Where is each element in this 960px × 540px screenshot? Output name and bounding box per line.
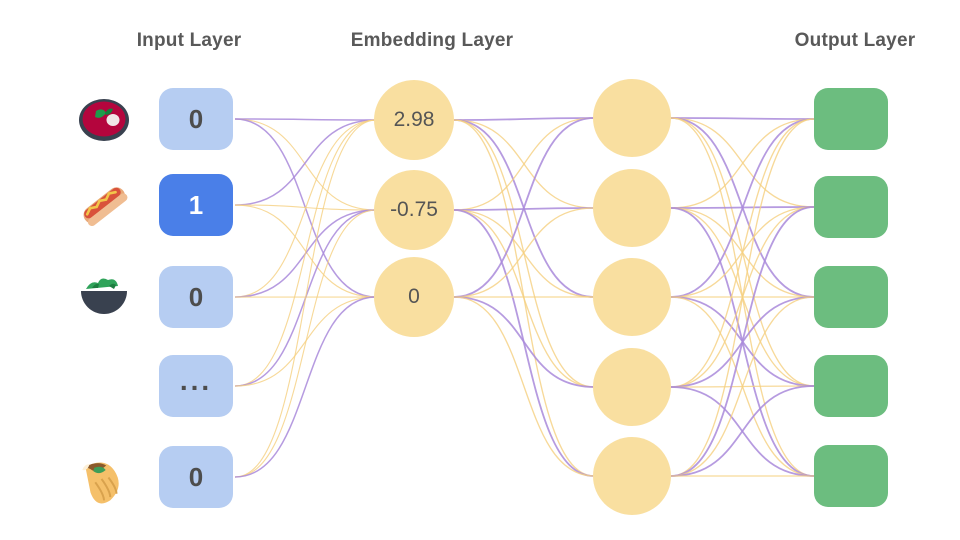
edge <box>670 118 815 388</box>
edge <box>670 385 815 388</box>
edge <box>670 207 815 477</box>
output-node-0[interactable] <box>814 88 888 150</box>
edge <box>453 119 595 209</box>
edge <box>453 296 595 388</box>
input-node-4[interactable]: 0 <box>159 446 233 508</box>
edge <box>670 386 815 477</box>
edge <box>234 296 377 387</box>
edge <box>453 209 595 298</box>
edge <box>670 206 815 388</box>
edge <box>453 119 595 388</box>
edge <box>234 119 377 206</box>
output-node-4[interactable] <box>814 445 888 507</box>
input-node-value: 1 <box>188 189 204 220</box>
edge <box>234 119 377 478</box>
hidden-node-2[interactable] <box>593 258 671 336</box>
input-node-value: 0 <box>188 103 204 134</box>
edge <box>670 118 815 477</box>
edge <box>453 117 595 298</box>
input-node-3[interactable]: ... <box>159 355 233 417</box>
edge <box>670 296 815 388</box>
input-node-value: 0 <box>188 461 204 492</box>
input-node-2[interactable]: 0 <box>159 266 233 328</box>
edge <box>234 204 377 298</box>
edge <box>453 117 595 121</box>
embedding-node-2[interactable]: 0 <box>374 257 454 337</box>
edge <box>453 117 595 211</box>
edge <box>234 119 377 387</box>
edge <box>670 206 815 298</box>
embedding-node-0[interactable]: 2.98 <box>374 80 454 160</box>
layer-title-input: Input Layer <box>136 30 242 51</box>
edge <box>453 209 595 477</box>
edge <box>234 119 377 298</box>
hidden-node-4[interactable] <box>593 437 671 515</box>
edge <box>670 117 815 477</box>
output-node-2[interactable] <box>814 266 888 328</box>
output-node-3[interactable] <box>814 355 888 417</box>
embedding-node-value: 2.98 <box>393 108 435 131</box>
edge <box>453 207 595 298</box>
edge <box>234 209 377 298</box>
embedding-node-1[interactable]: -0.75 <box>374 170 454 250</box>
embedding-node-value: 0 <box>408 285 420 308</box>
edge <box>670 206 815 209</box>
edge <box>234 204 377 211</box>
output-node-1[interactable] <box>814 176 888 238</box>
edge <box>670 117 815 208</box>
edge <box>670 118 815 298</box>
burrito-taco-icon <box>76 449 132 505</box>
edge <box>670 117 815 298</box>
steak-meat-icon <box>76 91 132 147</box>
input-node-value: ... <box>179 365 213 396</box>
edge <box>234 118 377 211</box>
embedding-node-value: -0.75 <box>390 198 438 221</box>
edge <box>670 207 815 298</box>
edge <box>453 296 595 477</box>
hot-dog-icon <box>76 177 132 233</box>
green-salad-icon <box>76 269 132 325</box>
hidden-node-1[interactable] <box>593 169 671 247</box>
edge <box>670 117 815 120</box>
edge <box>670 385 815 477</box>
edges-embedding-to-hidden <box>453 117 595 477</box>
edge <box>453 207 595 211</box>
edges-hidden-to-output <box>670 117 815 477</box>
edge <box>234 209 377 387</box>
edge <box>234 118 377 298</box>
edge <box>234 118 377 121</box>
edge <box>670 207 815 387</box>
edge <box>670 296 815 387</box>
edge <box>670 117 815 387</box>
edge <box>234 209 377 478</box>
edge <box>670 206 815 477</box>
edges-input-to-embedding <box>234 118 377 478</box>
edge <box>453 209 595 388</box>
edge <box>453 119 595 298</box>
edge <box>670 296 815 477</box>
edge <box>670 296 815 477</box>
input-node-1[interactable]: 1 <box>159 174 233 236</box>
edge <box>234 296 377 478</box>
hidden-node-0[interactable] <box>593 79 671 157</box>
edge <box>453 119 595 477</box>
layer-title-output: Output Layer <box>794 30 916 51</box>
input-node-value: 0 <box>188 281 204 312</box>
edge <box>670 118 815 209</box>
layer-title-embedding: Embedding Layer <box>350 30 514 51</box>
input-node-0[interactable]: 0 <box>159 88 233 150</box>
hidden-node-3[interactable] <box>593 348 671 426</box>
